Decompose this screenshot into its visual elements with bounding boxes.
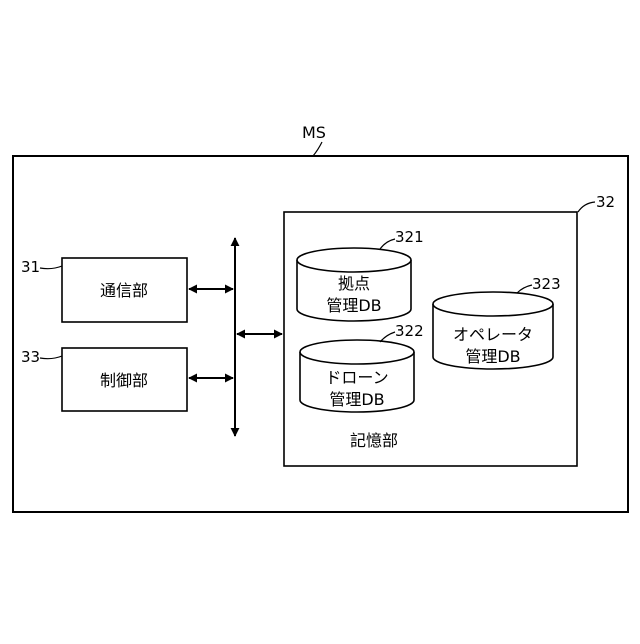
system-leader [313,142,322,156]
site-db-leader [380,239,395,249]
operator-db-leader [517,285,532,293]
drone-db-label-line2: 管理DB [329,390,384,409]
communication-unit-label: 通信部 [100,281,148,300]
drone-db-ref: 322 [395,322,424,340]
operator-db-label-line2: 管理DB [465,347,520,366]
operator-db-ref: 323 [532,275,561,293]
site-db-label-line1: 拠点 [338,274,370,293]
site-db-label-line2: 管理DB [326,296,381,315]
drone-db-label-line1: ドローン [325,368,388,387]
site-db-ref: 321 [395,228,424,246]
control-unit-leader [40,356,62,359]
control-unit-ref: 33 [21,348,40,366]
storage-unit-label: 記憶部 [350,431,398,450]
operator-db-label-line1: オペレータ [453,325,533,344]
communication-unit-leader [40,266,62,269]
control-unit-label: 制御部 [100,371,148,390]
communication-unit-ref: 31 [21,258,40,276]
storage-unit-ref: 32 [596,193,615,211]
system-label: MS [302,123,326,142]
storage-unit-leader [578,202,595,212]
